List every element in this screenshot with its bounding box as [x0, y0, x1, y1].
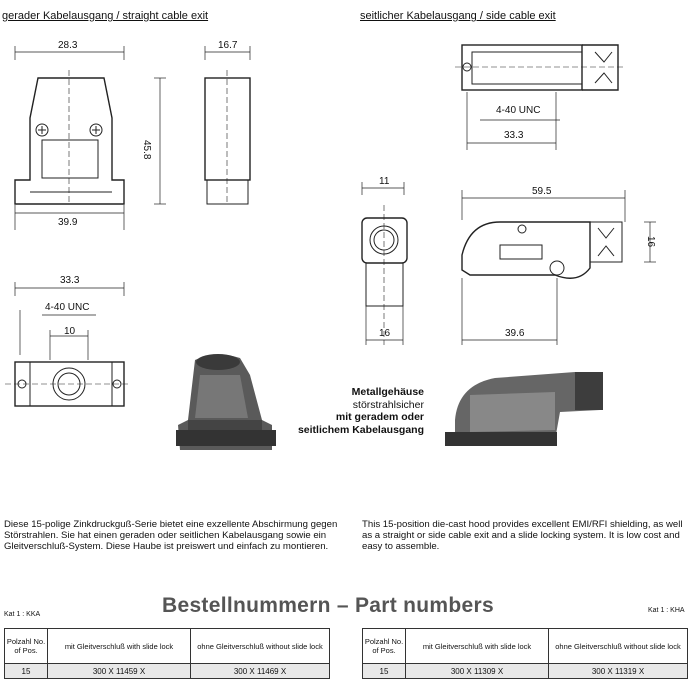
col-nolock-header: ohne Gleitverschluß without slide lock	[190, 628, 330, 664]
dim-16-side: 16	[645, 236, 656, 248]
dim-4-40-unc-left: 4-40 UNC	[45, 302, 90, 313]
technical-drawings	[5, 44, 656, 450]
dim-59-5: 59.5	[532, 186, 552, 197]
table-row: 15 300 X 11459 X 300 X 11469 X	[4, 663, 330, 679]
kat-left: Kat 1 : KKA	[4, 611, 41, 618]
photo-caption: Metallgehäuse störstrahlsicher mit gerad…	[280, 386, 424, 436]
side-side-view	[461, 190, 656, 345]
side-hood-photo	[445, 372, 603, 446]
nolock-part-number: 300 X 11319 X	[548, 663, 688, 679]
dim-10: 10	[64, 326, 76, 337]
pos-cell: 15	[4, 663, 48, 679]
col-nolock-header: ohne Gleitverschluß without slide lock	[548, 628, 688, 664]
kat-right: Kat 1 : KHA	[648, 607, 685, 614]
dim-16-7: 16.7	[218, 40, 238, 51]
table-row: 15 300 X 11309 X 300 X 11319 X	[362, 663, 688, 679]
straight-bottom-view	[5, 282, 130, 407]
straight-front-view	[14, 46, 125, 230]
col-pos-header: Polzahl No. of Pos.	[4, 628, 48, 664]
dim-11: 11	[379, 176, 390, 187]
lock-part-number: 300 X 11459 X	[47, 663, 191, 679]
part-numbers-title: Bestellnummern – Part numbers	[162, 594, 494, 617]
nolock-part-number: 300 X 11469 X	[190, 663, 330, 679]
dim-16-end: 16	[379, 328, 391, 339]
col-lock-header: mit Gleitverschluß with slide lock	[47, 628, 191, 664]
straight-exit-header: gerader Kabelausgang / straight cable ex…	[2, 10, 209, 22]
lock-part-number: 300 X 11309 X	[405, 663, 549, 679]
col-pos-header: Polzahl No. of Pos.	[362, 628, 406, 664]
dim-45-8: 45.8	[141, 140, 152, 160]
col-lock-header: mit Gleitverschluß with slide lock	[405, 628, 549, 664]
pos-cell: 15	[362, 663, 406, 679]
dim-33-3-side: 33.3	[504, 130, 524, 141]
dim-4-40-unc-right: 4-40 UNC	[496, 105, 541, 116]
description-english: This 15-position die-cast hood provides …	[362, 519, 683, 552]
side-top-view	[455, 44, 625, 150]
caption-line-2: störstrahlsicher	[352, 398, 424, 411]
straight-side-view	[154, 46, 251, 205]
dim-39-9: 39.9	[58, 217, 78, 228]
dim-39-6: 39.6	[505, 328, 525, 339]
dim-33-3-bottom: 33.3	[60, 275, 80, 286]
part-table-left: Polzahl No. of Pos. mit Gleitverschluß w…	[4, 628, 330, 679]
side-end-view	[361, 182, 408, 345]
caption-line-4: seitlichem Kabelausgang	[297, 423, 424, 436]
caption-line-1: Metallgehäuse	[351, 386, 424, 398]
caption-line-3: mit geradem oder	[335, 411, 424, 423]
description-german: Diese 15-polige Zinkdruckguß-Serie biete…	[4, 519, 338, 552]
dim-28-3: 28.3	[58, 40, 78, 51]
side-exit-header: seitlicher Kabelausgang / side cable exi…	[360, 10, 556, 22]
part-table-right: Polzahl No. of Pos. mit Gleitverschluß w…	[362, 628, 688, 679]
straight-hood-photo	[176, 354, 276, 450]
